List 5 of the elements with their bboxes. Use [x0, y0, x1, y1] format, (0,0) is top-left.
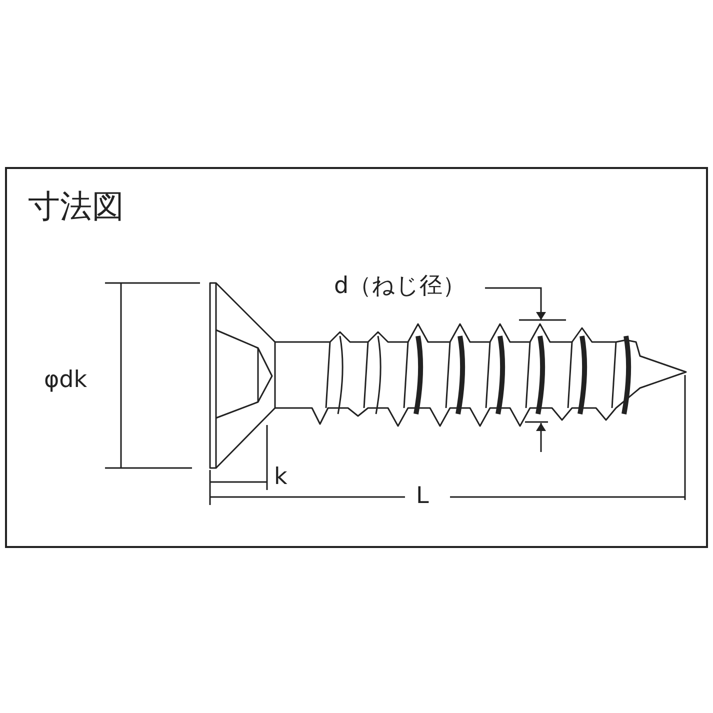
dimension-label: φdk: [44, 369, 88, 392]
dimension-label: L: [416, 485, 429, 508]
dimension-label: d（ねじ径）: [334, 275, 466, 298]
title-text: 寸法図: [28, 190, 124, 222]
dimension-label: k: [274, 466, 288, 489]
